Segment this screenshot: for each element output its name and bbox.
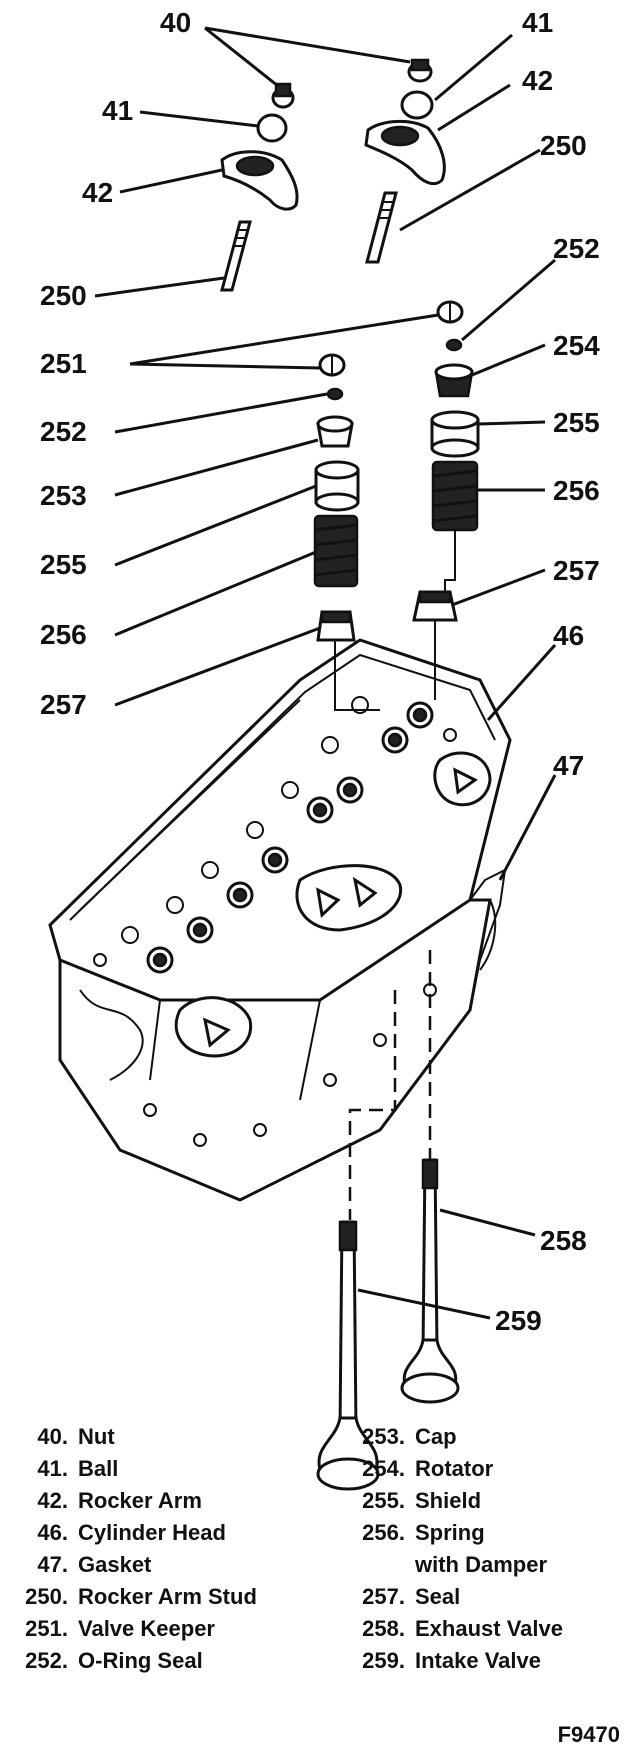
legend-label: Rocker Arm Stud bbox=[78, 1584, 257, 1609]
rocker-arm-left bbox=[220, 150, 299, 211]
intake-valve bbox=[316, 1220, 380, 1491]
callout-42-left: 42 bbox=[82, 177, 113, 208]
callout-257-left: 257 bbox=[40, 689, 87, 720]
legend-number: 250. bbox=[25, 1584, 68, 1609]
spring-left bbox=[313, 514, 359, 588]
callout-255-right: 255 bbox=[553, 407, 600, 438]
ball-left bbox=[256, 113, 288, 143]
legend-label: Cylinder Head bbox=[78, 1520, 226, 1545]
guide-line-right-upper bbox=[444, 530, 456, 592]
valve-keeper-left bbox=[318, 353, 346, 377]
callout-46: 46 bbox=[553, 620, 584, 651]
rocker-arm-stud-left bbox=[220, 220, 252, 292]
callout-252-left: 252 bbox=[40, 416, 87, 447]
callout-257-right: 257 bbox=[553, 555, 600, 586]
legend-number: 47. bbox=[37, 1552, 68, 1577]
ball-right bbox=[400, 90, 434, 120]
legend-label: Seal bbox=[415, 1584, 461, 1609]
nut-right bbox=[407, 58, 433, 83]
callout-41-left: 41 bbox=[102, 95, 133, 126]
gasket bbox=[469, 868, 507, 1011]
callout-47: 47 bbox=[553, 750, 584, 781]
legend-number: 255. bbox=[362, 1488, 405, 1513]
legend-label: Intake Valve bbox=[415, 1648, 541, 1673]
shield-left bbox=[314, 460, 360, 512]
callout-259: 259 bbox=[495, 1305, 542, 1336]
callout-40: 40 bbox=[160, 7, 191, 38]
rocker-arm-right bbox=[364, 119, 446, 186]
nut-left bbox=[271, 82, 295, 109]
legend-number: 257. bbox=[362, 1584, 405, 1609]
callout-256-right: 256 bbox=[553, 475, 600, 506]
callout-258: 258 bbox=[540, 1225, 587, 1256]
legend-label: Ball bbox=[78, 1456, 119, 1481]
valve-keeper-right bbox=[436, 300, 464, 324]
legend-number: 258. bbox=[362, 1616, 405, 1641]
legend-number: 46. bbox=[37, 1520, 68, 1545]
cylinder-head bbox=[48, 638, 512, 1202]
callout-256-left: 256 bbox=[40, 619, 87, 650]
seal-left bbox=[316, 610, 356, 642]
legend-label: Shield bbox=[415, 1488, 482, 1513]
legend-label: Gasket bbox=[78, 1552, 152, 1577]
legend-number: 40. bbox=[37, 1424, 68, 1449]
legend-number: 259. bbox=[362, 1648, 405, 1673]
callout-255-left: 255 bbox=[40, 549, 87, 580]
legend-label: Nut bbox=[78, 1424, 115, 1449]
legend-label: Spring bbox=[415, 1520, 485, 1545]
callout-253: 253 bbox=[40, 480, 87, 511]
cap-left bbox=[316, 415, 354, 448]
rotator-right bbox=[434, 363, 474, 398]
legend-label: Exhaust Valve bbox=[415, 1616, 563, 1641]
o-ring-seal-left bbox=[326, 387, 344, 401]
spring-right bbox=[431, 460, 479, 532]
valve-guide-line-intake bbox=[348, 990, 397, 1220]
callout-250-left: 250 bbox=[40, 280, 87, 311]
legend-label: Cap bbox=[415, 1424, 457, 1449]
callout-251: 251 bbox=[40, 348, 87, 379]
o-ring-seal-right bbox=[445, 338, 463, 352]
legend-number: 253. bbox=[362, 1424, 405, 1449]
legend-label: with Damper bbox=[415, 1552, 548, 1577]
callout-254: 254 bbox=[553, 330, 600, 361]
leader-lines bbox=[94, 26, 557, 1320]
shield-right bbox=[430, 410, 480, 458]
legend-number: 252. bbox=[25, 1648, 68, 1673]
legend-number: 251. bbox=[25, 1616, 68, 1641]
legend-label: Rocker Arm bbox=[78, 1488, 202, 1513]
legend-number: 256. bbox=[362, 1520, 405, 1545]
callout-252-right: 252 bbox=[553, 233, 600, 264]
callout-250-right: 250 bbox=[540, 130, 587, 161]
legend-label: Rotator bbox=[415, 1456, 494, 1481]
callout-42-right: 42 bbox=[522, 65, 553, 96]
callout-41-right: 41 bbox=[522, 7, 553, 38]
exhaust-valve bbox=[400, 1158, 460, 1404]
rocker-arm-stud-right bbox=[365, 191, 398, 264]
legend-label: Valve Keeper bbox=[78, 1616, 215, 1641]
seal-right bbox=[412, 590, 458, 622]
legend-number: 254. bbox=[362, 1456, 405, 1481]
figure-number: F9470 bbox=[557, 1722, 620, 1747]
legend-label: O-Ring Seal bbox=[78, 1648, 203, 1673]
legend-number: 41. bbox=[37, 1456, 68, 1481]
legend-number: 42. bbox=[37, 1488, 68, 1513]
